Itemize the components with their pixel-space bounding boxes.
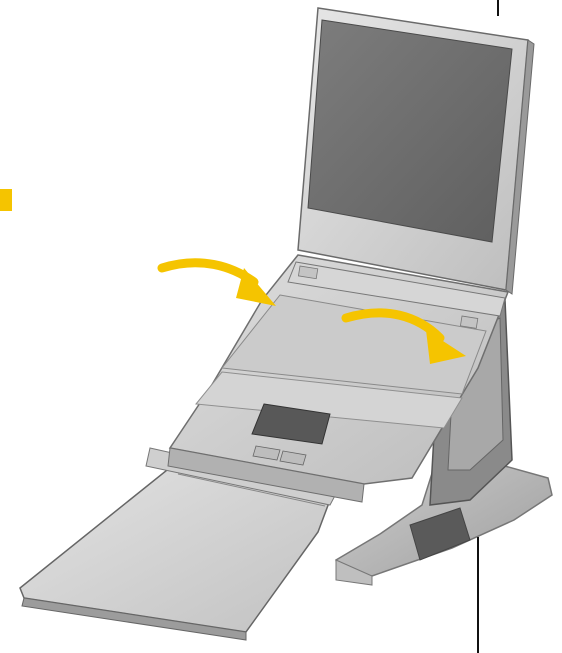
- left-edge-marker: [0, 189, 12, 211]
- laptop-lid: [298, 8, 534, 294]
- yellow-arrow-left: [162, 263, 276, 306]
- laptop-screen: [308, 20, 512, 242]
